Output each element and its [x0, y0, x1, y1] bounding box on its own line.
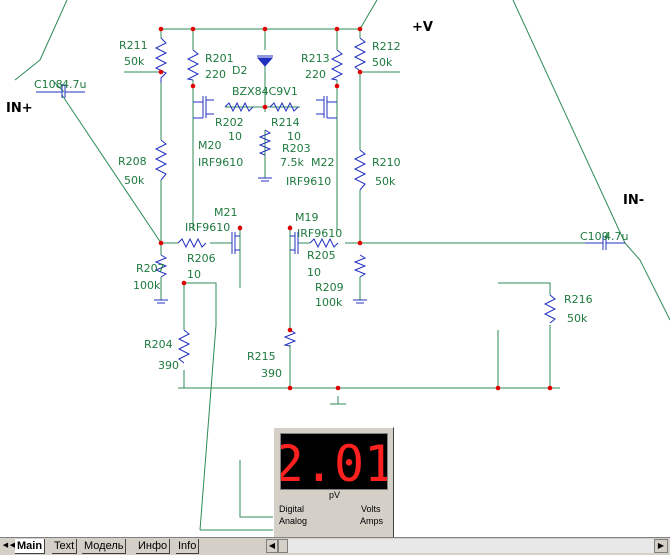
label-r208-value: 50k: [124, 174, 145, 187]
label-vplus: +V: [412, 20, 433, 35]
label-r205-value: 10: [307, 266, 321, 279]
label-r213: R213: [301, 52, 330, 65]
meter-digits: 2.01: [274, 435, 394, 493]
meter-quantity-volts[interactable]: Volts: [361, 504, 381, 514]
label-c108-value: 4.7u: [62, 78, 86, 91]
label-r214: R214: [271, 116, 300, 129]
label-r206-value: 10: [187, 268, 201, 281]
label-r206: R206: [187, 252, 216, 265]
tab-model[interactable]: Модель: [82, 539, 127, 554]
label-c109: C109: [580, 230, 609, 243]
label-r209: R209: [315, 281, 344, 294]
scroll-left-icon[interactable]: ◀: [266, 539, 278, 553]
label-m21: M21: [214, 206, 238, 219]
label-r216-value: 50k: [567, 312, 588, 325]
label-c109-value: 4.7u: [604, 230, 628, 243]
label-r215-value: 390: [261, 367, 282, 380]
voltmeter-widget[interactable]: 2.01 pV Digital Analog Volts Amps: [273, 427, 394, 537]
label-r210: R210: [372, 156, 401, 169]
label-r215: R215: [247, 350, 276, 363]
components: [36, 37, 625, 364]
schematic: R211 50k R201 220 D2 R213 220 R212 50k +…: [6, 0, 670, 531]
tab-text[interactable]: Text: [52, 539, 78, 554]
label-r212-value: 50k: [372, 56, 393, 69]
tab-main[interactable]: Main: [15, 539, 46, 554]
tab-info-ru[interactable]: Инфо: [136, 539, 171, 554]
tab-prev-icon[interactable]: ◀: [9, 542, 16, 549]
label-r212: R212: [372, 40, 401, 53]
nodes: [158, 26, 553, 391]
meter-mode-digital[interactable]: Digital: [279, 504, 305, 514]
label-r204-value: 390: [158, 359, 179, 372]
label-r213-value: 220: [305, 68, 326, 81]
label-bzx: BZX84C9V1: [232, 85, 298, 98]
label-m22-value: IRF9610: [286, 175, 331, 188]
schematic-canvas[interactable]: R211 50k R201 220 D2 R213 220 R212 50k +…: [0, 0, 670, 537]
meter-unit: pV: [328, 490, 340, 500]
label-in-minus: IN-: [623, 193, 644, 208]
label-r208: R208: [118, 155, 147, 168]
label-d2: D2: [232, 64, 247, 77]
label-in-plus: IN+: [6, 101, 33, 116]
tab-first-icon[interactable]: ◀: [2, 542, 9, 549]
label-m20: M20: [198, 139, 222, 152]
label-r202-value: 10: [228, 130, 242, 143]
meter-reading: 2.01: [281, 435, 387, 489]
label-c108: C108: [34, 78, 63, 91]
label-r216: R216: [564, 293, 593, 306]
label-r202: R202: [215, 116, 244, 129]
tab-info[interactable]: Info: [176, 539, 200, 554]
label-r201-value: 220: [205, 68, 226, 81]
label-m21-value: IRF9610: [185, 221, 230, 234]
label-r211-value: 50k: [124, 55, 145, 68]
label-r203: R203: [282, 142, 311, 155]
meter-quantity-amps[interactable]: Amps: [360, 516, 384, 526]
label-m22: M22: [311, 156, 335, 169]
scrollbar-track[interactable]: [288, 539, 654, 553]
label-r201: R201: [205, 52, 234, 65]
meter-display: 2.01: [274, 433, 394, 493]
label-r205: R205: [307, 249, 336, 262]
label-r211: R211: [119, 39, 148, 52]
label-m20-value: IRF9610: [198, 156, 243, 169]
label-r214-value: 10: [287, 130, 301, 143]
meter-mode-analog[interactable]: Analog: [279, 516, 308, 526]
label-r203-value: 7.5k: [280, 156, 304, 169]
label-m19: M19: [295, 211, 319, 224]
label-r207-value: 100k: [133, 279, 161, 292]
scrollbar-thumb[interactable]: [278, 539, 288, 553]
scroll-right-icon[interactable]: ▶: [654, 539, 668, 553]
label-r209-value: 100k: [315, 296, 343, 309]
bottom-bar: ◀ ◀ Main Text Модель Инфо Info ◀ ▶: [0, 537, 670, 555]
label-m19-value: IRF9610: [297, 227, 342, 240]
label-r207: R207: [136, 262, 165, 275]
label-r204: R204: [144, 338, 173, 351]
label-r210-value: 50k: [375, 175, 396, 188]
